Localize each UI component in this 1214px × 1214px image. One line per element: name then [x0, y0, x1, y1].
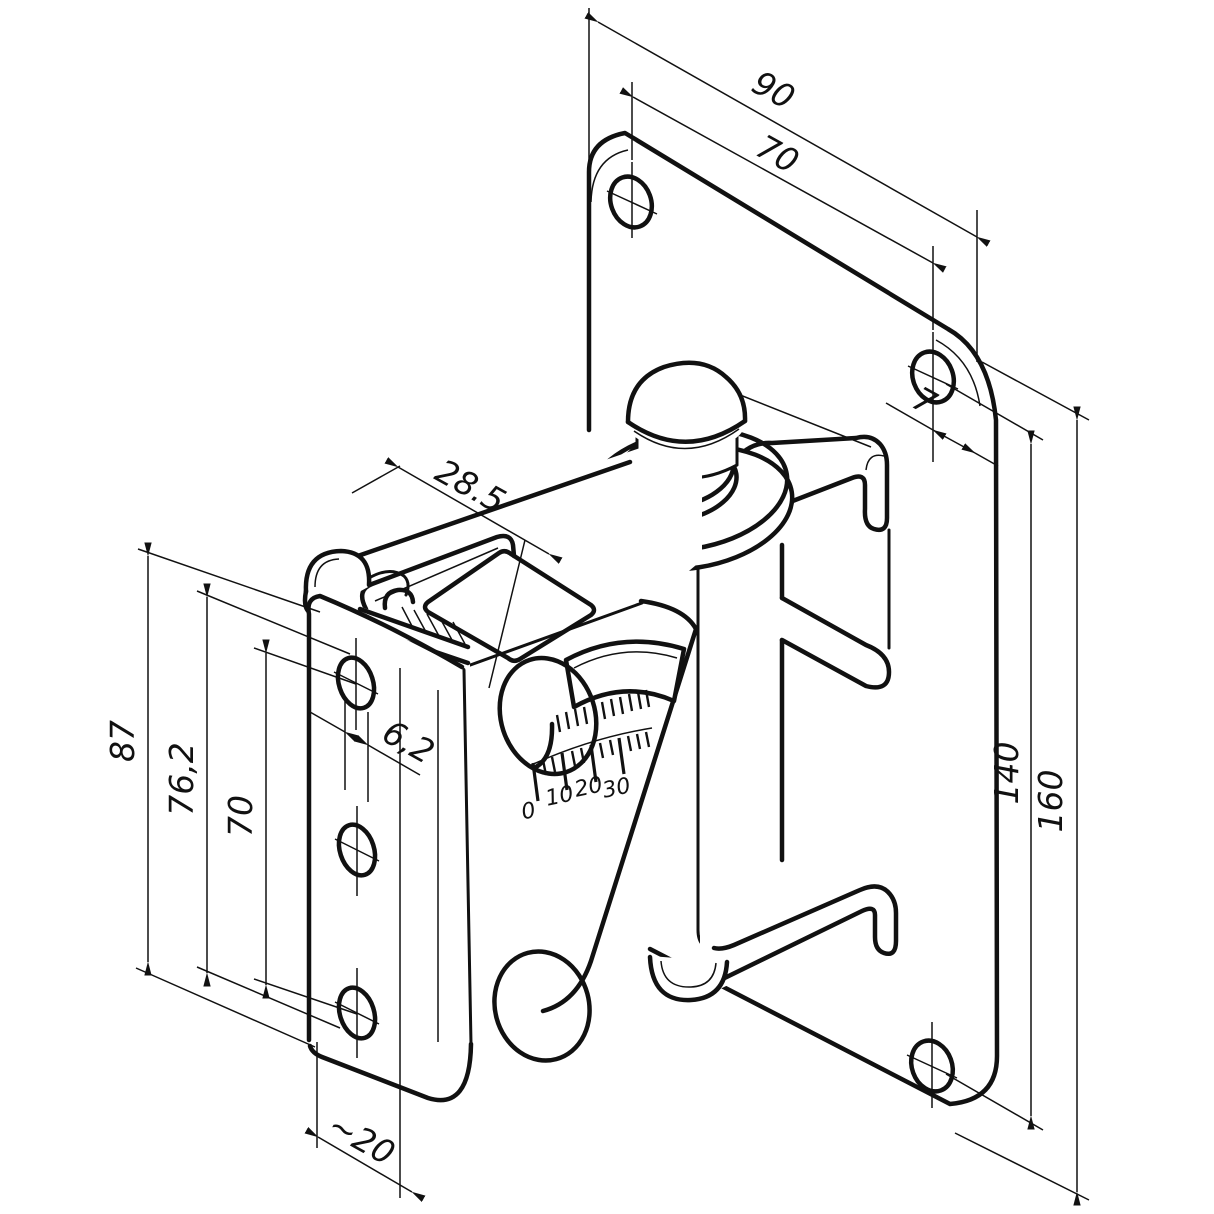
tilt-scale-label-10: 10 [543, 782, 576, 812]
side-plate [460, 600, 697, 1052]
dim-plate-height: 160 [954, 361, 1090, 1206]
dim-hole-row-spacing: 140 [945, 383, 1044, 1131]
bottom-pivot-dome [647, 954, 730, 1003]
support-column [694, 520, 786, 950]
screw-hole-top-right [907, 332, 959, 462]
cam-ribs [401, 606, 466, 645]
svg-text:160: 160 [1031, 770, 1070, 833]
side-plate-edge [540, 598, 699, 1014]
tilt-scale-label-20: 20 [572, 773, 605, 803]
pivot-cap [625, 360, 748, 450]
clamp-front-plate [306, 593, 474, 1103]
svg-text:87: 87 [103, 720, 142, 762]
tilt-scale-label-30: 30 [600, 774, 633, 804]
clamp-slot-bottom [334, 968, 380, 1058]
svg-text:76,2: 76,2 [162, 742, 201, 815]
channel-opening [422, 549, 597, 663]
svg-text:140: 140 [987, 742, 1026, 805]
svg-text:70: 70 [221, 795, 260, 837]
bottom-knob [492, 949, 592, 1063]
clamp-slot-middle [334, 806, 380, 896]
scale-window [563, 639, 687, 710]
dimension-annotations: 90 70 7 140 160 [103, 8, 1090, 1206]
bottom-hook-arm [697, 881, 899, 999]
tilt-scale-label-0: 0 [519, 798, 538, 825]
screw-hole-bottom-right [906, 1022, 958, 1108]
middle-shelf [779, 595, 892, 690]
dim-clamp-height: 87 [103, 542, 321, 1048]
svg-text:90: 90 [746, 63, 802, 117]
dim-slot-spacing: 70 [221, 639, 358, 1015]
tilt-knob [497, 655, 599, 777]
